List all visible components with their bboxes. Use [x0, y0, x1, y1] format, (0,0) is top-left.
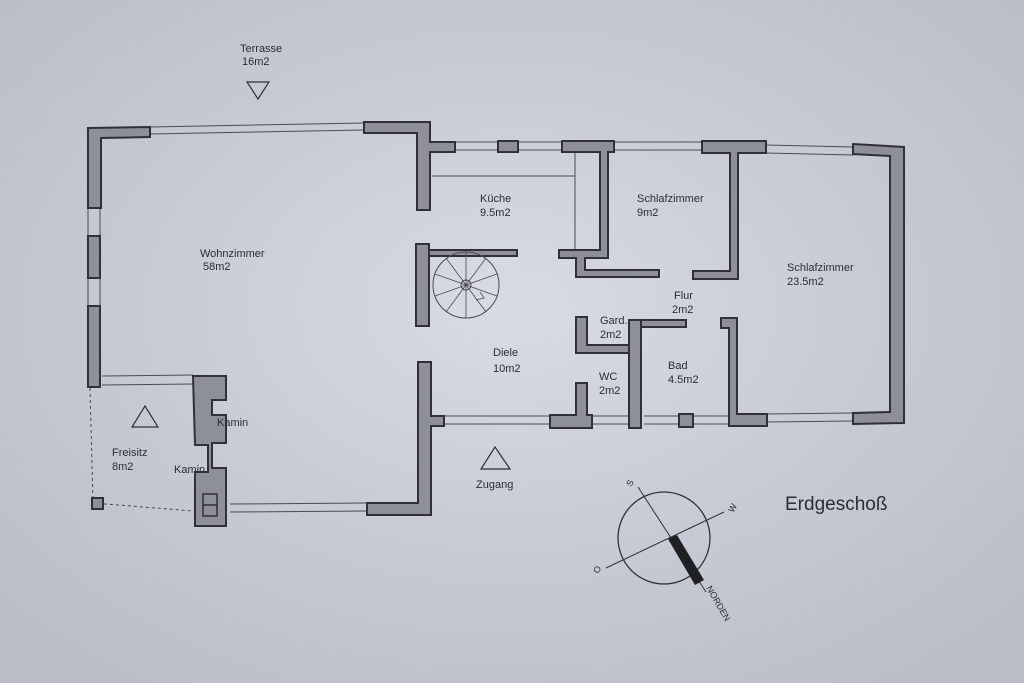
compass-o: O	[591, 564, 603, 575]
room-wohnzimmer-name: Wohnzimmer	[200, 248, 265, 260]
room-terrasse-name: Terrasse	[240, 43, 282, 55]
terrace-marker-icon	[245, 81, 271, 101]
freisitz-marker-icon	[130, 404, 160, 428]
room-kueche-area: 9.5m2	[480, 207, 511, 219]
room-bad-name: Bad	[668, 360, 688, 372]
room-diele-area: 10m2	[493, 363, 521, 375]
kamin-label-lower: Kamin	[174, 464, 205, 476]
room-schlafzimmer-small-name: Schlafzimmer	[637, 193, 704, 205]
room-gard-name: Gard.	[600, 315, 628, 327]
walls	[87, 121, 905, 527]
kitchen-counter	[432, 150, 576, 250]
room-schlafzimmer-large-area: 23.5m2	[787, 276, 824, 288]
room-kueche-name: Küche	[480, 193, 511, 205]
room-schlafzimmer-small-area: 9m2	[637, 207, 658, 219]
room-flur-name: Flur	[674, 290, 693, 302]
room-wc-area: 2m2	[599, 385, 620, 397]
room-schlafzimmer-large-name: Schlafzimmer	[787, 262, 854, 274]
room-flur-area: 2m2	[672, 304, 693, 316]
compass-s: S	[624, 478, 636, 488]
entrance-label: Zugang	[476, 479, 513, 491]
room-wohnzimmer-area: 58m2	[203, 261, 231, 273]
freisitz-boundary	[89, 387, 194, 512]
room-terrasse-area: 16m2	[242, 56, 270, 68]
room-wc-name: WC	[599, 371, 617, 383]
room-diele-name: Diele	[493, 347, 518, 359]
spiral-staircase	[432, 251, 500, 319]
floor-title: Erdgeschoß	[785, 494, 887, 515]
room-labels: Terrasse 16m2 Wohnzimmer 58m2 Küche 9.5m…	[112, 43, 854, 491]
room-gard-area: 2m2	[600, 329, 621, 341]
entrance-marker-icon	[479, 445, 512, 470]
kamin-label-upper: Kamin	[217, 417, 248, 429]
room-bad-area: 4.5m2	[668, 374, 699, 386]
room-freisitz-area: 8m2	[112, 461, 133, 473]
room-freisitz-name: Freisitz	[112, 447, 147, 459]
